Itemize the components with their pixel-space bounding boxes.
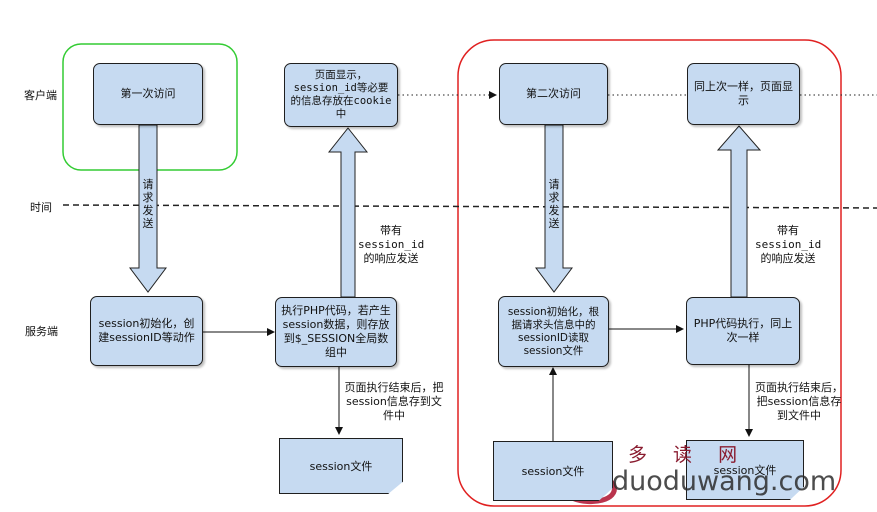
node-first-visit: 第一次访问 (93, 63, 203, 125)
row-label-client: 客户端 (24, 89, 57, 102)
watermark-cn: 多 读 网 (628, 444, 748, 466)
label-end-2: 页面执行结束后，把session信息存到文件中 (755, 381, 843, 422)
red-highlight-frame (457, 39, 842, 507)
session-file-3: session文件 (686, 440, 804, 500)
node-same-display: 同上次一样，页面显示 (687, 63, 800, 125)
session-file-2: session文件 (493, 441, 613, 501)
label-response-1: 带有session_id的响应发送 (358, 224, 425, 265)
request-block-arrow-2 (535, 124, 573, 293)
row-label-time: 时间 (30, 201, 52, 214)
timeline-dashed (62, 204, 877, 209)
label-request-1: 请求发送 (142, 178, 154, 230)
label-response-2: 带有session_id的响应发送 (755, 224, 822, 265)
response-block-arrow-1 (327, 127, 369, 298)
label-end-1: 页面执行结束后，把session信息存到文件中 (344, 381, 444, 422)
node-session-init: session初始化，创建sessionID等动作 (90, 296, 203, 366)
node-session-init-2: session初始化，根据请求头信息中的sessionID读取session文件 (498, 296, 609, 367)
response-block-arrow-2 (716, 125, 762, 298)
request-block-arrow-1 (129, 124, 167, 293)
node-exec-php-2: PHP代码执行，同上次一样 (686, 297, 800, 365)
node-second-visit: 第二次访问 (499, 63, 608, 125)
label-request-2: 请求发送 (548, 178, 560, 230)
node-page-display: 页面显示，session_id等必要的信息存放在cookie中 (284, 63, 398, 127)
node-exec-php: 执行PHP代码，若产生session数据，则存放到$_SESSION全局数组中 (275, 297, 397, 367)
session-file-1: session文件 (279, 438, 403, 494)
row-label-server: 服务端 (25, 325, 58, 338)
watermark-url: duoduwang.com (612, 466, 837, 497)
